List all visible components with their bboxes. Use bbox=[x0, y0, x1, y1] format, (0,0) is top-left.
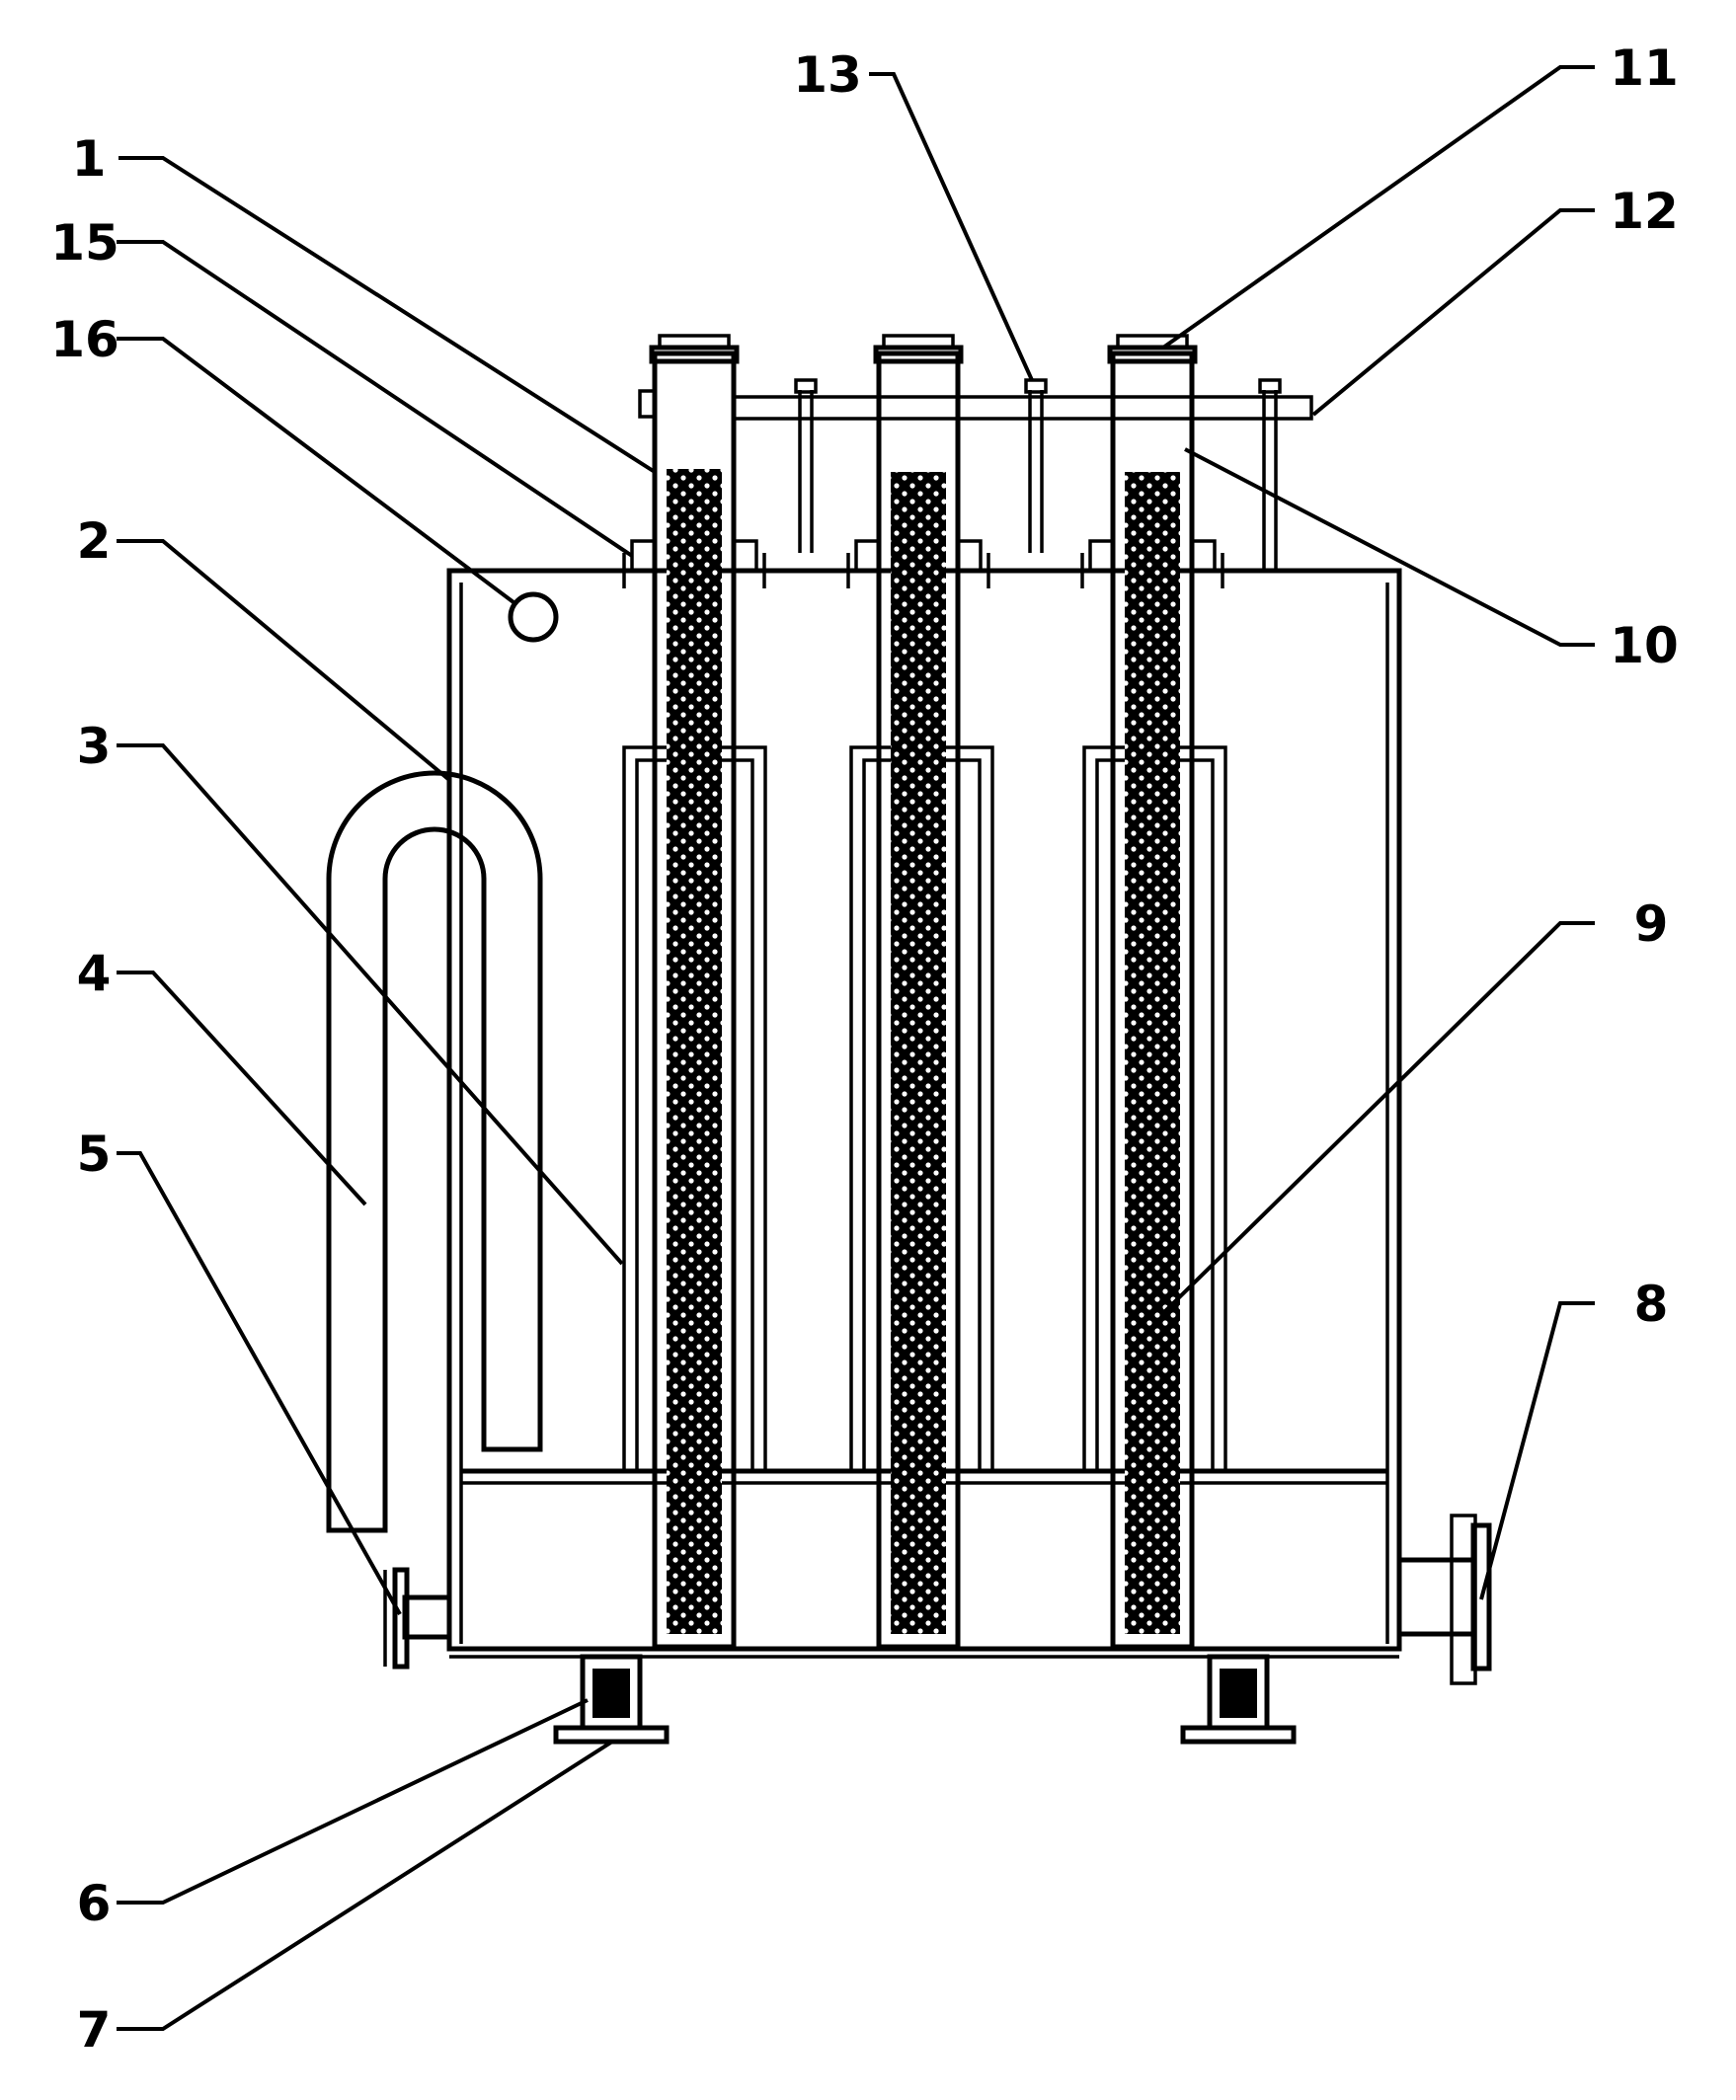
callout-12: 12 bbox=[1610, 183, 1679, 240]
support-frame bbox=[638, 378, 1313, 571]
callout-10: 10 bbox=[1610, 617, 1679, 674]
leader-lines bbox=[117, 65, 1595, 2031]
packed-tubes bbox=[649, 334, 1198, 1650]
callout-13: 13 bbox=[793, 46, 862, 104]
callout-8: 8 bbox=[1634, 1276, 1669, 1333]
callout-labels: 1 2 3 4 5 6 7 8 9 10 11 12 13 15 16 bbox=[50, 39, 1679, 2059]
callout-2: 2 bbox=[77, 512, 112, 570]
sight-port bbox=[508, 591, 559, 643]
side-nozzle bbox=[1396, 1514, 1492, 1685]
u-tube bbox=[326, 770, 543, 1533]
top-flanges bbox=[622, 539, 1224, 588]
callout-7: 7 bbox=[77, 2001, 112, 2059]
callout-15: 15 bbox=[50, 214, 119, 272]
callout-6: 6 bbox=[77, 1875, 112, 1932]
callout-5: 5 bbox=[77, 1126, 112, 1183]
feet bbox=[553, 1654, 1297, 1745]
callout-4: 4 bbox=[77, 945, 112, 1002]
callout-9: 9 bbox=[1634, 895, 1669, 953]
callout-1: 1 bbox=[72, 130, 107, 188]
callout-16: 16 bbox=[50, 311, 119, 368]
callout-3: 3 bbox=[77, 718, 112, 775]
callout-11: 11 bbox=[1610, 39, 1679, 97]
outlet-nozzle bbox=[383, 1567, 452, 1670]
